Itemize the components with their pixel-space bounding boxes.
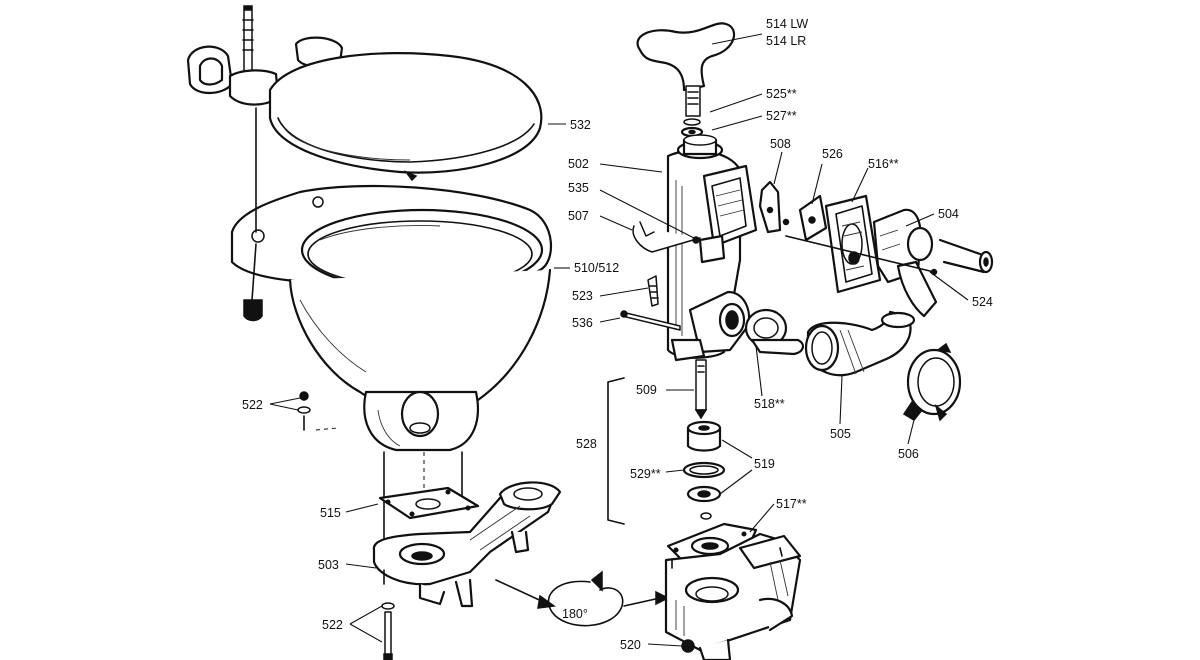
valve-disc-519b — [686, 485, 722, 520]
callout-515: 515 — [320, 506, 341, 520]
callout-502: 502 — [568, 157, 589, 171]
callout-526: 526 — [822, 147, 843, 161]
fastener-522-lower — [381, 602, 395, 660]
bolt-536 — [620, 310, 681, 331]
discharge-pipe — [383, 451, 463, 541]
valve-plate-516 — [824, 194, 882, 294]
bowl-hinge-rod — [243, 107, 263, 322]
plate-526 — [798, 194, 828, 242]
callout-506: 506 — [898, 447, 919, 461]
callout-536: 536 — [572, 316, 593, 330]
callout-514-lw: 514 LW — [766, 17, 808, 31]
bracket-528 — [607, 377, 625, 525]
lever-507 — [632, 221, 701, 253]
callout-520: 520 — [620, 638, 641, 652]
fastener-522-upper — [297, 391, 339, 431]
callout-524: 524 — [972, 295, 993, 309]
callout-503: 503 — [318, 558, 339, 572]
callout-522-upper: 522 — [242, 398, 263, 412]
callout-516: 516** — [868, 157, 899, 171]
pump-cylinder-502 — [666, 134, 758, 362]
leader-lines — [269, 33, 969, 647]
callout-517: 517** — [776, 497, 807, 511]
callout-507: 507 — [568, 209, 589, 223]
callout-508: 508 — [770, 137, 791, 151]
callout-522-lower: 522 — [322, 618, 343, 632]
piston-rod-509 — [694, 359, 708, 420]
toilet-bowl — [230, 184, 552, 452]
link-508 — [758, 180, 790, 234]
callout-527: 527** — [766, 109, 797, 123]
callout-523: 523 — [572, 289, 593, 303]
callout-532: 532 — [570, 118, 591, 132]
pump-base-503 — [372, 481, 562, 608]
intake-valve-504 — [872, 208, 994, 318]
gasket-515 — [378, 486, 480, 520]
callout-labels: 514 LW 514 LR 525** 527** 532 502 508 52… — [242, 17, 993, 652]
clamp-ring-506 — [902, 342, 962, 422]
joker-valve-518 — [744, 308, 804, 356]
screw-523 — [647, 275, 659, 307]
callout-528: 528 — [576, 437, 597, 451]
o-ring-529 — [682, 461, 726, 479]
callout-529: 529** — [630, 467, 661, 481]
callout-535: 535 — [568, 181, 589, 195]
pump-handle-514 — [636, 22, 736, 117]
rotation-arrows — [495, 570, 670, 627]
elbow-hose-505 — [804, 310, 916, 377]
callout-505: 505 — [830, 427, 851, 441]
piston-519 — [686, 420, 722, 452]
callout-504: 504 — [938, 207, 959, 221]
pump-base-housing — [664, 532, 802, 660]
washers-525-527 — [680, 118, 704, 138]
callout-525: 525** — [766, 87, 797, 101]
callout-518: 518** — [754, 397, 785, 411]
callout-514-lr: 514 LR — [766, 34, 806, 48]
callout-519: 519 — [754, 457, 775, 471]
callout-180: 180° — [562, 607, 588, 621]
callout-509: 509 — [636, 383, 657, 397]
toilet-seat-lid — [186, 36, 543, 182]
seat-hinge-bolt — [242, 5, 254, 79]
callout-510-512: 510/512 — [574, 261, 619, 275]
